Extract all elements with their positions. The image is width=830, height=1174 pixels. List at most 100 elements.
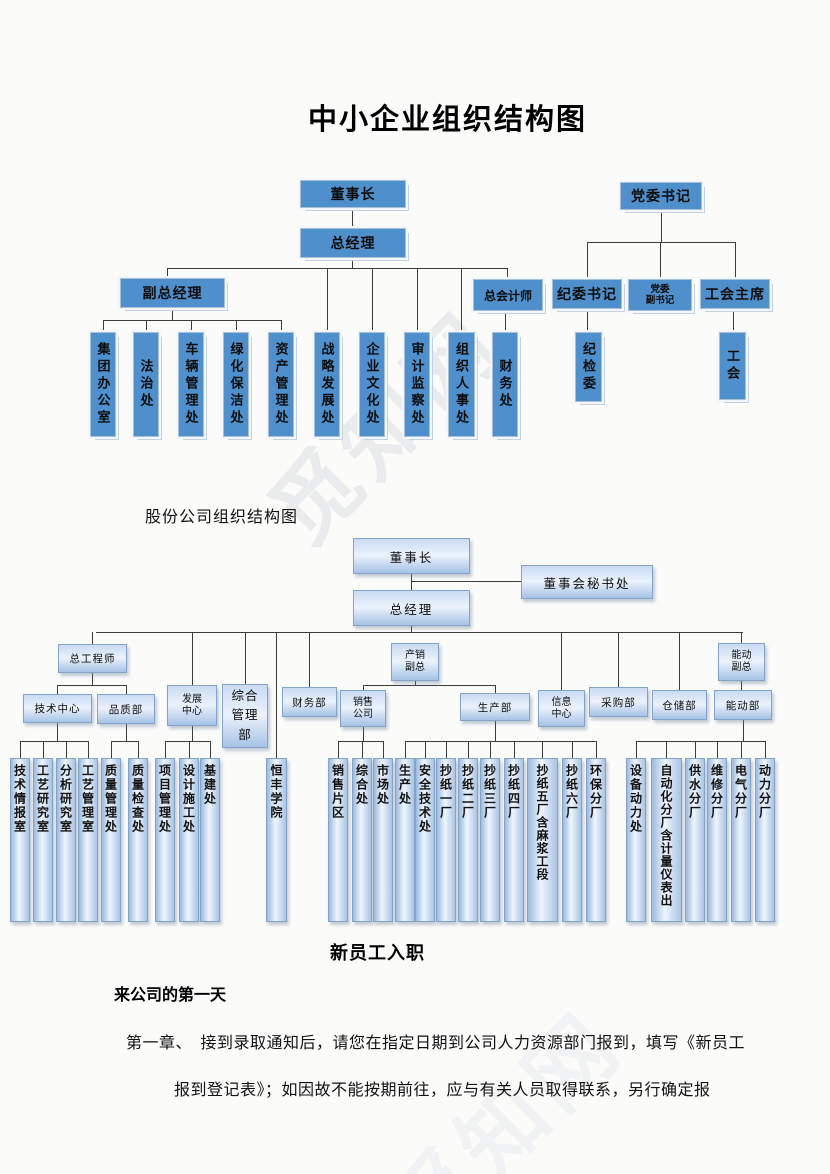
org-node-label: 生产处: [397, 764, 412, 806]
org-node-label: 市场处: [375, 764, 390, 806]
org-node-label: 抄纸一厂: [438, 764, 453, 820]
connector-line: [561, 632, 562, 690]
org-node-label: 党委 副书记: [645, 283, 675, 306]
org-node-c2_equip_power: 设备动力处: [626, 758, 646, 922]
org-node-c1_chairman: 董事长: [300, 180, 406, 208]
org-node-label: 抄纸三厂: [482, 764, 497, 820]
connector-line: [88, 741, 89, 758]
connector-line: [192, 726, 193, 741]
connector-line: [405, 741, 406, 758]
org-node-c1_strategy: 战略发展处: [314, 332, 340, 437]
connector-line: [276, 632, 277, 758]
org-node-c2_hengfeng: 恒丰学院: [266, 758, 287, 922]
connector-line: [245, 632, 246, 684]
org-node-label: 销售 公司: [353, 696, 373, 720]
org-node-label: 组织人事处: [454, 342, 469, 427]
org-node-c2_paper6: 抄纸六厂: [562, 758, 582, 922]
connector-line: [587, 309, 588, 332]
org-node-label: 技术情报室: [12, 764, 27, 834]
org-node-label: 技术中心: [34, 703, 81, 715]
org-node-c2_infrastructure: 基建处: [200, 758, 220, 922]
connector-line: [417, 269, 418, 332]
org-node-c1_disc_sec: 纪委书记: [552, 279, 622, 309]
org-node-label: 工会主席: [705, 286, 765, 302]
org-node-label: 综合 管理 部: [231, 688, 259, 742]
connector-line: [618, 632, 619, 687]
org-node-label: 董事会秘书处: [543, 576, 631, 591]
org-node-c2_finance_dept: 财务部: [282, 687, 337, 717]
org-node-c1_culture: 企业文化处: [359, 332, 385, 437]
connector-line: [596, 741, 597, 758]
org-node-c1_gm: 总经理: [300, 228, 406, 258]
org-node-c2_tech_center: 技术中心: [23, 694, 92, 723]
org-node-label: 纪检委: [581, 341, 596, 393]
connector-line: [20, 741, 21, 758]
connector-line: [57, 685, 127, 686]
connector-line: [167, 268, 508, 269]
connector-line: [165, 741, 211, 742]
org-node-label: 恒丰学院: [269, 764, 283, 820]
org-node-label: 质量检查处: [130, 764, 145, 834]
org-node-c2_general_office: 综合处: [352, 758, 372, 922]
org-node-label: 集团办公室: [95, 342, 111, 427]
org-node-label: 战略发展处: [319, 342, 335, 427]
connector-line: [309, 632, 310, 687]
org-node-c2_water: 供水分厂: [685, 758, 705, 922]
org-node-label: 电气分厂: [733, 764, 748, 820]
org-node-c2_design_const: 设计施工处: [179, 758, 199, 922]
org-node-label: 工艺管理室: [80, 764, 95, 834]
connector-line: [679, 632, 680, 690]
org-node-label: 党委书记: [631, 188, 691, 204]
connector-line: [636, 741, 766, 742]
connector-line: [111, 741, 139, 742]
connector-line: [372, 269, 373, 332]
connector-line: [411, 626, 412, 632]
org-node-label: 工艺研究室: [35, 764, 50, 834]
connector-line: [695, 741, 696, 758]
connector-line: [743, 720, 744, 741]
org-node-label: 绿化保洁处: [228, 342, 244, 427]
connector-line: [735, 242, 736, 279]
connector-line: [765, 741, 766, 758]
connector-line: [192, 632, 193, 685]
org-node-label: 董事长: [389, 550, 434, 565]
connector-line: [66, 741, 67, 758]
org-node-label: 抄纸四厂: [506, 764, 521, 820]
org-node-c2_paper1: 抄纸一厂: [436, 758, 456, 922]
connector-line: [587, 242, 736, 243]
connector-line: [126, 685, 127, 694]
connector-line: [281, 320, 282, 332]
connector-line: [352, 208, 353, 228]
connector-line: [717, 741, 718, 758]
org-node-c2_project_mgmt: 项目管理处: [155, 758, 175, 922]
org-node-c2_sales_co: 销售 公司: [340, 690, 386, 727]
connector-line: [111, 741, 112, 758]
org-node-c2_info_center: 信息 中心: [538, 690, 585, 727]
connector-line: [338, 741, 384, 742]
connector-line: [363, 685, 364, 690]
org-node-label: 能动 副总: [731, 650, 752, 673]
org-node-c2_power: 动力分厂: [755, 758, 775, 922]
org-node-label: 财务部: [292, 696, 327, 709]
org-node-c2_env: 环保分厂: [586, 758, 606, 922]
org-node-c2_automation: 自动化分厂含计量仪表出: [651, 758, 682, 922]
connector-line: [425, 741, 426, 758]
connector-line: [103, 320, 282, 321]
paragraph-line-1: 第一章、 接到录取通知后，请您在指定日期到公司人力资源部门报到，填写《新员工: [126, 1035, 746, 1052]
org-node-c2_electric: 电气分厂: [731, 758, 751, 922]
org-node-c2_production_office: 生产处: [395, 758, 415, 922]
connector-line: [138, 741, 139, 758]
connector-line: [741, 632, 742, 643]
org-node-c1_finance: 财务处: [492, 332, 518, 437]
org-node-c1_greening: 绿化保洁处: [223, 332, 249, 437]
org-node-label: 能动部: [725, 699, 761, 712]
connector-line: [741, 741, 742, 758]
connector-line: [490, 741, 491, 758]
org-node-label: 供水分厂: [687, 764, 702, 820]
org-node-label: 工会: [725, 349, 740, 383]
org-node-c2_gm: 总经理: [353, 590, 470, 626]
connector-line: [146, 320, 147, 332]
org-node-c1_asset: 资产管理处: [268, 332, 294, 437]
org-node-c2_chairman: 董事长: [353, 538, 470, 574]
paragraph-line-2: 报到登记表》；如因故不能按期前往，应与有关人员取得联系，另行确定报: [174, 1082, 711, 1099]
